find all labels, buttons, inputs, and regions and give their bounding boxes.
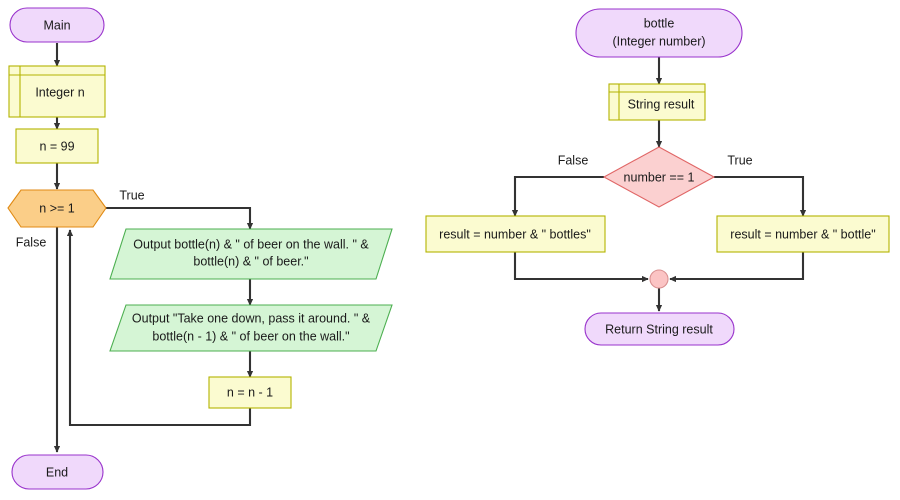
node-loop-condition[interactable]: n >= 1 bbox=[7, 189, 107, 228]
process-shape bbox=[208, 376, 292, 409]
declaration-shape bbox=[608, 83, 706, 121]
terminal-shape bbox=[11, 454, 104, 490]
terminal-shape bbox=[9, 7, 105, 43]
decision-hexagon-shape bbox=[7, 189, 107, 228]
process-shape bbox=[716, 215, 890, 253]
decision-diamond-shape bbox=[602, 146, 716, 208]
edge-right-result-to-merge bbox=[669, 252, 805, 283]
edge-right-false bbox=[511, 175, 604, 217]
edge-left-result-to-merge bbox=[513, 252, 649, 283]
edge-label-right-false: False bbox=[558, 153, 589, 167]
edge-label-right-true: True bbox=[727, 153, 752, 167]
edge-loop-back bbox=[66, 229, 252, 427]
node-number-condition[interactable]: number == 1 bbox=[602, 146, 716, 208]
edge-right-true bbox=[714, 175, 807, 217]
process-shape bbox=[15, 128, 99, 164]
edge-condition-true bbox=[106, 206, 254, 230]
node-result-bottle[interactable]: result = number & " bottle" bbox=[716, 215, 890, 253]
node-decrement-n[interactable]: n = n - 1 bbox=[208, 376, 292, 409]
node-output-bottles[interactable]: Output bottle(n) & " of beer on the wall… bbox=[109, 228, 393, 280]
merge-circle-shape bbox=[649, 269, 669, 289]
node-merge-point[interactable] bbox=[649, 269, 669, 289]
node-result-bottles[interactable]: result = number & " bottles" bbox=[425, 215, 606, 253]
edge-label-left-false: False bbox=[16, 235, 47, 249]
terminal-shape bbox=[584, 312, 735, 346]
node-main-start[interactable]: Main bbox=[9, 7, 105, 43]
node-bottle-start[interactable]: bottle (Integer number) bbox=[575, 8, 743, 58]
process-shape bbox=[425, 215, 606, 253]
node-output-take-down[interactable]: Output "Take one down, pass it around. "… bbox=[109, 304, 393, 352]
terminal-shape bbox=[575, 8, 743, 58]
edge-label-left-true: True bbox=[119, 188, 144, 202]
declaration-shape bbox=[8, 65, 106, 118]
node-declare-result[interactable]: String result bbox=[608, 83, 706, 121]
node-bottle-return[interactable]: Return String result bbox=[584, 312, 735, 346]
right-flow-connectors bbox=[511, 57, 807, 312]
node-assign-n-99[interactable]: n = 99 bbox=[15, 128, 99, 164]
node-declare-n[interactable]: Integer n bbox=[8, 65, 106, 118]
left-flow-connectors bbox=[53, 43, 254, 453]
node-main-end[interactable]: End bbox=[11, 454, 104, 490]
io-parallelogram-shape bbox=[109, 228, 393, 280]
io-parallelogram-shape bbox=[109, 304, 393, 352]
